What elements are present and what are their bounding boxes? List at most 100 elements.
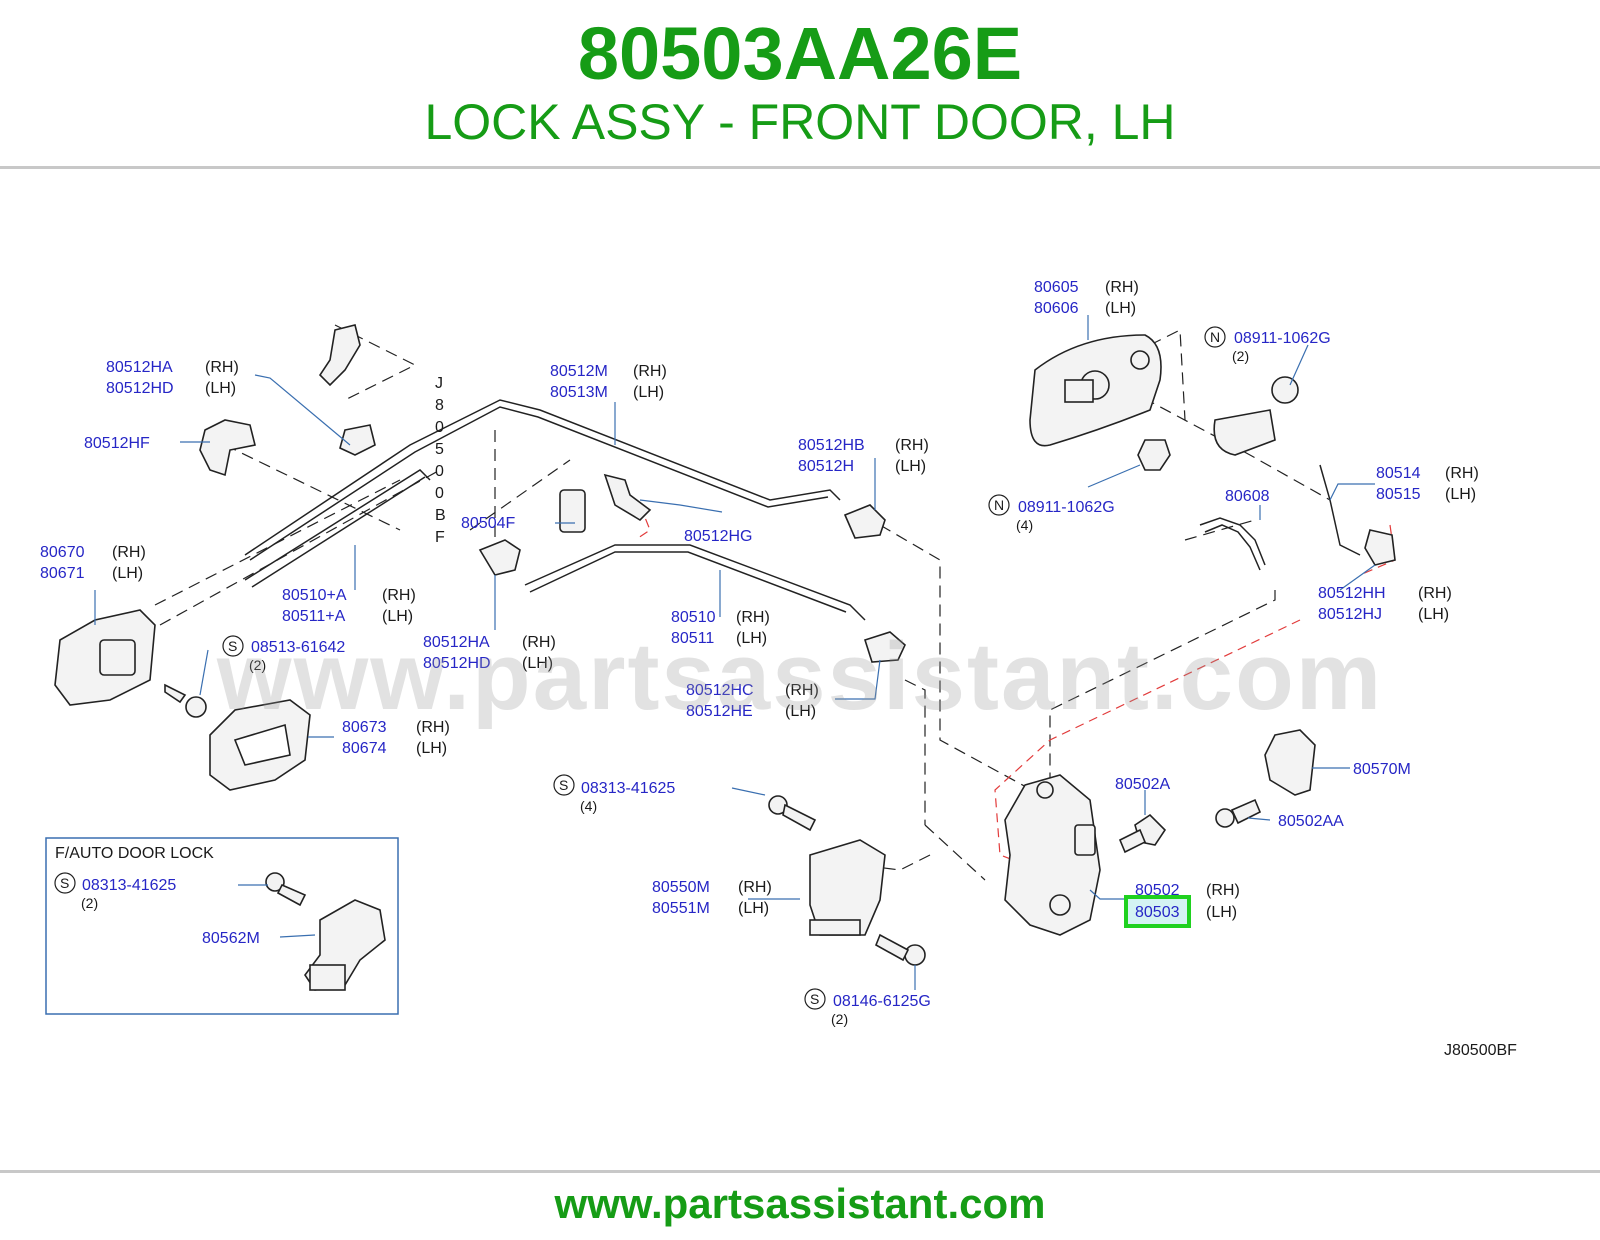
vcode-3: 5 [435, 441, 444, 458]
side-rh: (RH) [416, 719, 450, 736]
callout-80512he[interactable]: 80512HE [686, 703, 753, 720]
marker-n: N [994, 497, 1004, 513]
side-rh: (RH) [1105, 279, 1139, 296]
callout-80608[interactable]: 80608 [1225, 488, 1270, 505]
screw-08513 [164, 683, 207, 718]
callout-08911-1062g[interactable]: 08911-1062G [1018, 499, 1115, 516]
s-marker-icon [804, 988, 826, 1010]
side-lh: (LH) [1418, 606, 1449, 623]
screw-80502aa [1215, 798, 1262, 828]
side-lh: (LH) [205, 380, 236, 397]
callout-80512hd[interactable]: 80512HD [106, 380, 174, 397]
vcode-0: J [435, 375, 443, 392]
quantity: (2) [831, 1011, 848, 1027]
callout-80671[interactable]: 80671 [40, 565, 85, 582]
screw-08313-upper [768, 795, 817, 832]
callout-80514[interactable]: 80514 [1376, 465, 1421, 482]
callout-80512ha[interactable]: 80512HA [423, 634, 490, 651]
rod-clip-80512hb [843, 504, 886, 539]
side-lh: (LH) [785, 703, 816, 720]
callout-80502[interactable]: 80502 [1135, 882, 1180, 899]
callout-80605[interactable]: 80605 [1034, 279, 1079, 296]
callout-80670[interactable]: 80670 [40, 544, 85, 561]
vcode-6: B [435, 507, 446, 524]
lock-bracket-80550m [809, 839, 886, 936]
callout-80562m[interactable]: 80562M [202, 930, 260, 947]
quantity: (4) [580, 798, 597, 814]
callout-80673[interactable]: 80673 [342, 719, 387, 736]
callout-80512hb[interactable]: 80512HB [798, 437, 865, 454]
vertical-diagram-code: J 8 0 5 0 0 B F [435, 375, 446, 546]
footer-url[interactable]: www.partsassistant.com [554, 1180, 1046, 1227]
callout-80512hf[interactable]: 80512HF [84, 435, 150, 452]
callout-80512ha[interactable]: 80512HA [106, 359, 173, 376]
side-lh: (LH) [522, 655, 553, 672]
screw-80502a [1118, 813, 1167, 854]
callout-80550m[interactable]: 80550M [652, 879, 710, 896]
side-rh: (RH) [112, 544, 146, 561]
callout-80512hj[interactable]: 80512HJ [1318, 606, 1382, 623]
callout-08911-1062g[interactable]: 08911-1062G [1234, 330, 1331, 347]
side-rh: (RH) [1418, 585, 1452, 602]
key-cylinder-bracket [1213, 376, 1299, 456]
footer-divider [0, 1170, 1600, 1173]
callout-labels: 80605 (RH) 80606 (LH) N 08911-1062G (2) … [40, 279, 1517, 1059]
vcode-5: 0 [435, 485, 444, 502]
rod-clip-80504f [559, 489, 586, 533]
quantity: (4) [1016, 517, 1033, 533]
callout-80512hg[interactable]: 80512HG [684, 528, 753, 545]
handle-escutcheon [209, 699, 311, 791]
side-rh: (RH) [205, 359, 239, 376]
callout-leader-lines [94, 315, 1376, 990]
callout-80512m[interactable]: 80512M [550, 363, 608, 380]
callout-80512hd[interactable]: 80512HD [423, 655, 491, 672]
marker-n: N [1210, 329, 1220, 345]
side-lh: (LH) [736, 630, 767, 647]
highlighted-part-box [1124, 895, 1191, 928]
callout-80606[interactable]: 80606 [1034, 300, 1079, 317]
callout-08313-41625[interactable]: 08313-41625 [581, 780, 675, 797]
side-rh: (RH) [633, 363, 667, 380]
callout-08313-41625[interactable]: 08313-41625 [82, 877, 176, 894]
callout-80515[interactable]: 80515 [1376, 486, 1421, 503]
callout-80674[interactable]: 80674 [342, 740, 387, 757]
s-marker-icon [54, 872, 76, 894]
callout-80512hh[interactable]: 80512HH [1318, 585, 1386, 602]
watermark: www.partsassistant.com [216, 623, 1384, 730]
callout-80504f[interactable]: 80504F [461, 515, 515, 532]
callout-80511-a[interactable]: 80511+A [282, 608, 346, 625]
nut-large [1137, 439, 1171, 471]
fastener-markers [54, 326, 1226, 1010]
side-lh: (LH) [382, 608, 413, 625]
callout-80502aa[interactable]: 80502AA [1278, 813, 1344, 830]
marker-s: S [810, 991, 819, 1007]
callout-80513m[interactable]: 80513M [550, 384, 608, 401]
side-lh: (LH) [895, 458, 926, 475]
side-lh: (LH) [416, 740, 447, 757]
outer-handle-assembly [1029, 334, 1162, 447]
marker-s: S [559, 777, 568, 793]
rod-clip-80512ha-mid [478, 539, 521, 576]
callout-08513-61642[interactable]: 08513-61642 [251, 639, 345, 656]
side-lh: (LH) [633, 384, 664, 401]
callout-80510[interactable]: 80510 [671, 609, 716, 626]
door-lock-actuator [1004, 774, 1101, 936]
callout-80570m[interactable]: 80570M [1353, 761, 1411, 778]
callout-80511[interactable]: 80511 [671, 630, 714, 647]
callout-80551m[interactable]: 80551M [652, 900, 710, 917]
callout-80502a[interactable]: 80502A [1115, 776, 1170, 793]
side-rh: (RH) [522, 634, 556, 651]
callout-80512h[interactable]: 80512H [798, 458, 854, 475]
vcode-4: 0 [435, 463, 444, 480]
side-rh: (RH) [736, 609, 770, 626]
rod-holder-80512hg [603, 473, 652, 522]
callout-80512hc[interactable]: 80512HC [686, 682, 754, 699]
callout-80503-highlighted[interactable]: 80503 [1135, 904, 1180, 921]
callout-08146-6125g[interactable]: 08146-6125G [833, 993, 931, 1010]
callout-80510-a[interactable]: 80510+A [282, 587, 347, 604]
s-marker-icon [222, 635, 244, 657]
inset-title: F/AUTO DOOR LOCK [55, 845, 214, 862]
inset-screw-08313 [265, 872, 307, 907]
striker-80570m [1264, 729, 1316, 796]
